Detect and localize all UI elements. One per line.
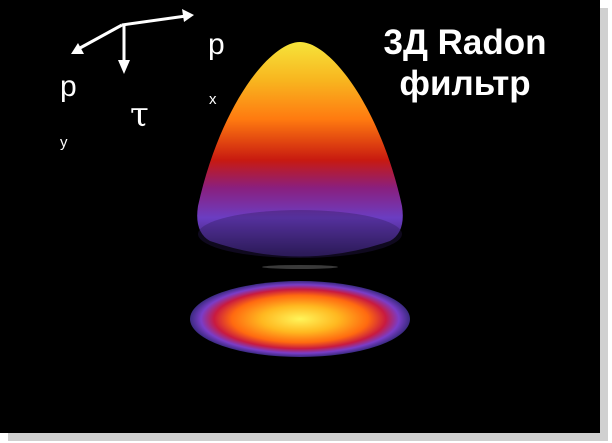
tau-label: τ <box>130 95 149 135</box>
tau-arrowhead <box>118 60 130 74</box>
px-arrowhead <box>182 9 194 22</box>
px-subscript: x <box>209 91 217 108</box>
dome-rim <box>198 210 402 258</box>
dome-surface <box>197 42 403 257</box>
projection-disc <box>190 281 410 357</box>
figure-frame: p x p y τ <box>0 0 600 433</box>
frame-shadow-bottom <box>8 433 608 441</box>
figure-title: 3Д Radon фильтр <box>360 22 570 104</box>
dome-shadow-line <box>262 265 338 269</box>
title-line-2: фильтр <box>399 64 531 103</box>
py-arrowhead <box>71 43 84 54</box>
axis-arrows <box>71 9 194 74</box>
px-label: p <box>208 28 225 61</box>
py-axis-arrow <box>79 23 123 50</box>
radon-surface-plot <box>190 42 410 357</box>
px-axis-arrow <box>121 14 187 27</box>
py-label: p <box>60 70 77 103</box>
frame-shadow-right <box>600 8 608 441</box>
title-line-1: 3Д Radon <box>383 23 547 62</box>
py-subscript: y <box>60 134 68 151</box>
